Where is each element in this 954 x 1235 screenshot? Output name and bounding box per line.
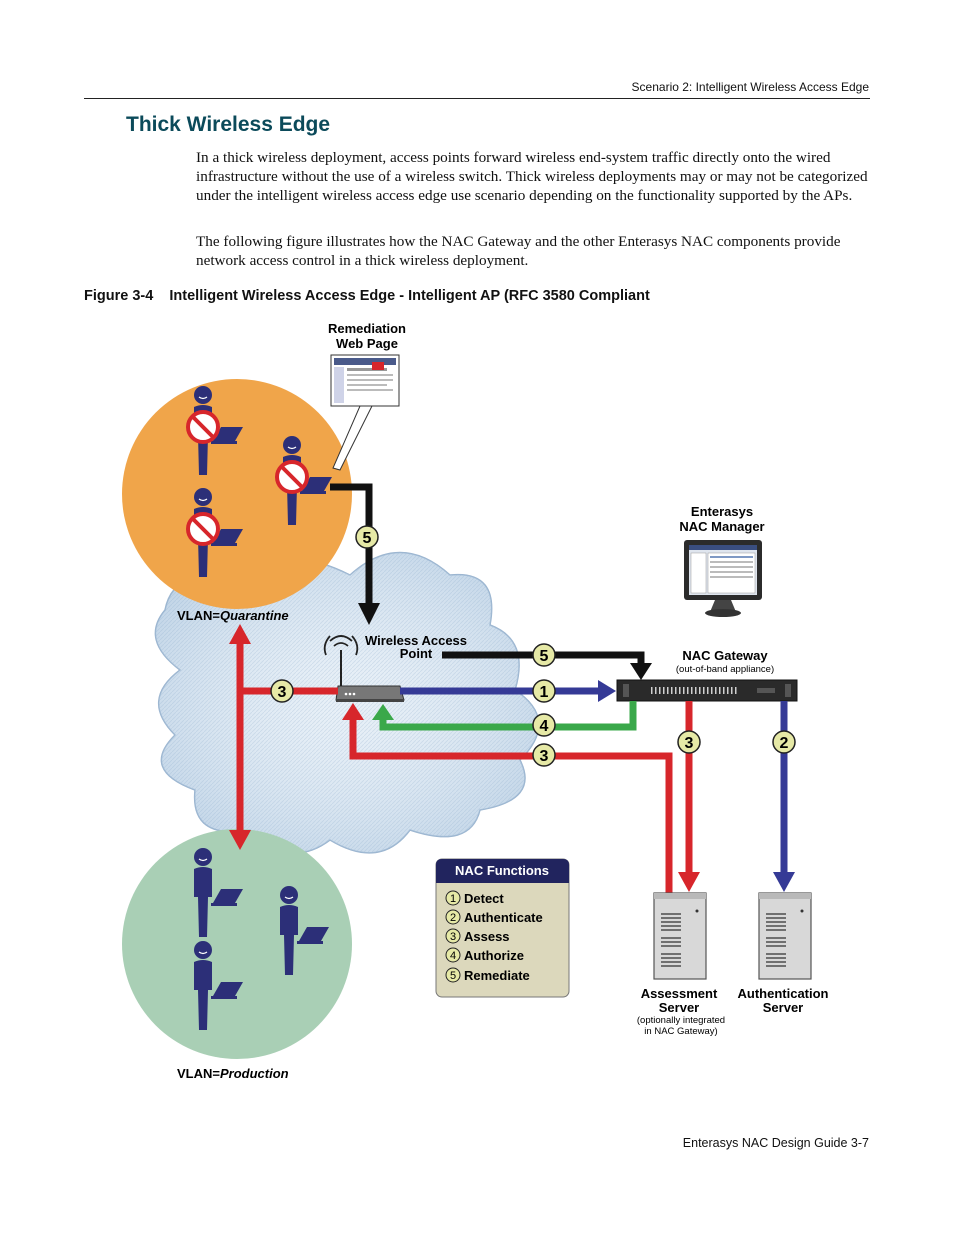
- step-badge-assess-ap: 3: [532, 743, 556, 767]
- svg-text:3: 3: [540, 748, 549, 765]
- access-point-label-2: Point: [400, 646, 433, 661]
- svg-text:5: 5: [363, 530, 372, 547]
- nac-manager-monitor: [684, 540, 762, 617]
- remediation-label-2: Web Page: [336, 336, 398, 351]
- svg-text:2: 2: [780, 735, 789, 752]
- assessment-label-2: Server: [659, 1000, 699, 1015]
- paragraph-1: In a thick wireless deployment, access p…: [196, 149, 868, 204]
- legend-item-authenticate: 2 Authenticate: [445, 909, 543, 925]
- svg-text:Authenticate: Authenticate: [464, 910, 543, 925]
- step-badge-authorize: 4: [532, 713, 556, 737]
- assessment-note-1: (optionally integrated: [637, 1015, 725, 1026]
- legend-item-authorize: 4 Authorize: [445, 947, 524, 963]
- page-footer: Enterasys NAC Design Guide 3-7: [682, 1136, 869, 1150]
- svg-text:2: 2: [450, 912, 456, 924]
- svg-text:3: 3: [685, 735, 694, 752]
- svg-text:5: 5: [540, 648, 549, 665]
- svg-text:Assess: Assess: [464, 929, 510, 944]
- step-badge-detect: 1: [532, 679, 556, 703]
- assessment-label-1: Assessment: [641, 986, 718, 1001]
- legend-title: NAC Functions: [455, 863, 549, 878]
- network-diagram: 5 5 1 4 3 3 3 2 NAC Functions 1 Detect: [122, 321, 829, 1081]
- wireless-access-point: [323, 635, 405, 702]
- gateway-label: NAC Gateway: [682, 648, 768, 663]
- access-point-label-1: Wireless Access: [365, 633, 467, 648]
- step-badge-remediate-gateway: 5: [532, 643, 556, 667]
- header-rule: [84, 98, 870, 99]
- section-title: Thick Wireless Edge: [126, 113, 331, 136]
- gateway-sublabel: (out-of-band appliance): [676, 664, 774, 675]
- authentication-label-1: Authentication: [738, 986, 829, 1001]
- remediation-web-page: [330, 354, 400, 471]
- step-badge-authenticate: 2: [772, 730, 796, 754]
- remediation-label-1: Remediation: [328, 321, 406, 336]
- step-badge-remediate-user: 5: [355, 525, 379, 549]
- svg-text:Detect: Detect: [464, 891, 504, 906]
- svg-text:Authorize: Authorize: [464, 948, 524, 963]
- svg-text:5: 5: [450, 970, 456, 982]
- assessment-note-2: in NAC Gateway): [644, 1026, 717, 1037]
- manager-label-2: NAC Manager: [679, 519, 764, 534]
- authentication-label-2: Server: [763, 1000, 803, 1015]
- production-zone: [122, 829, 352, 1059]
- svg-text:1: 1: [450, 893, 456, 905]
- svg-text:1: 1: [540, 684, 549, 701]
- svg-text:4: 4: [450, 950, 456, 962]
- manager-label-1: Enterasys: [691, 504, 753, 519]
- legend-item-assess: 3 Assess: [445, 928, 510, 944]
- vlan-quarantine-label: VLAN=Quarantine: [177, 608, 289, 623]
- svg-text:3: 3: [450, 931, 456, 943]
- running-header: Scenario 2: Intelligent Wireless Access …: [631, 80, 869, 94]
- vlan-production-label: VLAN=Production: [177, 1066, 289, 1081]
- figure-caption: Figure 3-4 Intelligent Wireless Access E…: [84, 288, 650, 304]
- legend-item-remediate: 5 Remediate: [445, 967, 530, 983]
- svg-text:4: 4: [540, 718, 549, 735]
- svg-text:Remediate: Remediate: [464, 968, 530, 983]
- assessment-server: [653, 892, 707, 980]
- legend-item-detect: 1 Detect: [445, 890, 504, 906]
- nac-gateway-appliance: [616, 679, 798, 702]
- paragraph-2: The following figure illustrates how the…: [196, 233, 841, 269]
- authentication-server: [758, 892, 812, 980]
- svg-text:3: 3: [278, 684, 287, 701]
- step-badge-assess-server: 3: [677, 730, 701, 754]
- nac-functions-legend: NAC Functions 1 Detect 2 Authenticate 3 …: [435, 858, 570, 998]
- step-badge-assess-vlan: 3: [270, 679, 294, 703]
